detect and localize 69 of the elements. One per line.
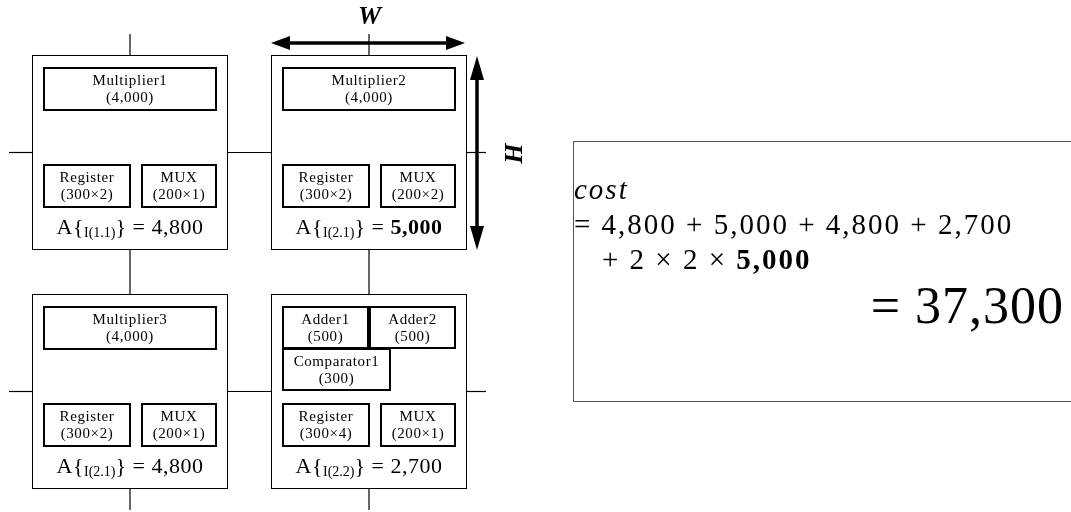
component-cost: (4,000) <box>345 89 393 106</box>
component-name: Adder2 <box>388 310 437 328</box>
component-name: Register <box>298 408 354 425</box>
tile-box <box>271 55 467 250</box>
tile-box <box>32 294 228 489</box>
wire <box>129 249 131 295</box>
component-cost: (300) <box>318 369 355 387</box>
area-formula: A{$_{I(2.1)}$} = 5,000 <box>294 214 444 242</box>
wire <box>8 151 33 154</box>
component-cost: (500) <box>307 327 344 345</box>
component-name: Register <box>59 408 115 425</box>
component-cost: (300×2) <box>299 186 353 203</box>
component-cost: (200×1) <box>152 186 206 203</box>
component-cost: (4,000) <box>106 328 154 345</box>
cost-equation: = 4,800 + 5,000 + 4,800 + 2,700 <box>574 207 1015 242</box>
component-box <box>380 403 456 447</box>
wire <box>8 390 33 393</box>
wire <box>129 33 131 56</box>
component-box <box>43 164 131 208</box>
component-cost: (300×2) <box>60 425 114 442</box>
wire <box>129 488 131 511</box>
component-box <box>282 67 456 111</box>
cost-box <box>573 141 1071 402</box>
cost-variable: cost <box>574 172 630 207</box>
component-name: Adder1 <box>301 310 350 328</box>
component-name: Multiplier3 <box>92 311 168 328</box>
component-name: Comparator1 <box>293 352 380 370</box>
component-cost: (4,000) <box>106 89 154 106</box>
component-box <box>282 403 370 447</box>
component-name: MUX <box>399 408 437 425</box>
cost-equation: + 2 × 2 × 5,000 <box>601 242 813 277</box>
component-cost: (200×2) <box>391 186 445 203</box>
area-formula: A{$_{I(2.1)}$} = 4,800 <box>55 453 205 481</box>
component-box <box>141 403 217 447</box>
component-cost: (300×2) <box>60 186 114 203</box>
area-formula: A{$_{I(1.1)}$} = 4,800 <box>55 214 205 242</box>
component-name: Multiplier1 <box>92 72 168 89</box>
component-box <box>141 164 217 208</box>
wire <box>368 33 370 56</box>
wire <box>368 488 370 511</box>
wire <box>466 390 487 393</box>
component-box <box>369 306 456 349</box>
component-name: Register <box>298 169 354 186</box>
component-name: MUX <box>160 408 198 425</box>
area-formula: A{$_{I(2.2)}$} = 2,700 <box>294 453 444 481</box>
component-box <box>282 348 391 391</box>
tile-box <box>271 294 467 489</box>
component-box <box>282 164 370 208</box>
cost-equation: = 37,300 <box>869 277 1064 335</box>
component-name: Multiplier2 <box>331 72 407 89</box>
component-cost: (200×1) <box>152 425 206 442</box>
dimension-label: W <box>358 4 382 28</box>
wire <box>466 151 487 154</box>
component-box <box>282 306 369 349</box>
component-name: MUX <box>399 169 437 186</box>
wire <box>368 249 370 295</box>
component-cost: (500) <box>394 327 431 345</box>
wire <box>227 151 272 154</box>
component-name: MUX <box>160 169 198 186</box>
component-box <box>380 164 456 208</box>
component-cost: (300×4) <box>299 425 353 442</box>
wire <box>227 390 272 393</box>
component-box <box>43 306 217 350</box>
component-box <box>43 67 217 111</box>
component-box <box>43 403 131 447</box>
component-cost: (200×1) <box>391 425 445 442</box>
component-name: Register <box>59 169 115 186</box>
tile-box <box>32 55 228 250</box>
dimension-label: H <box>501 142 526 164</box>
